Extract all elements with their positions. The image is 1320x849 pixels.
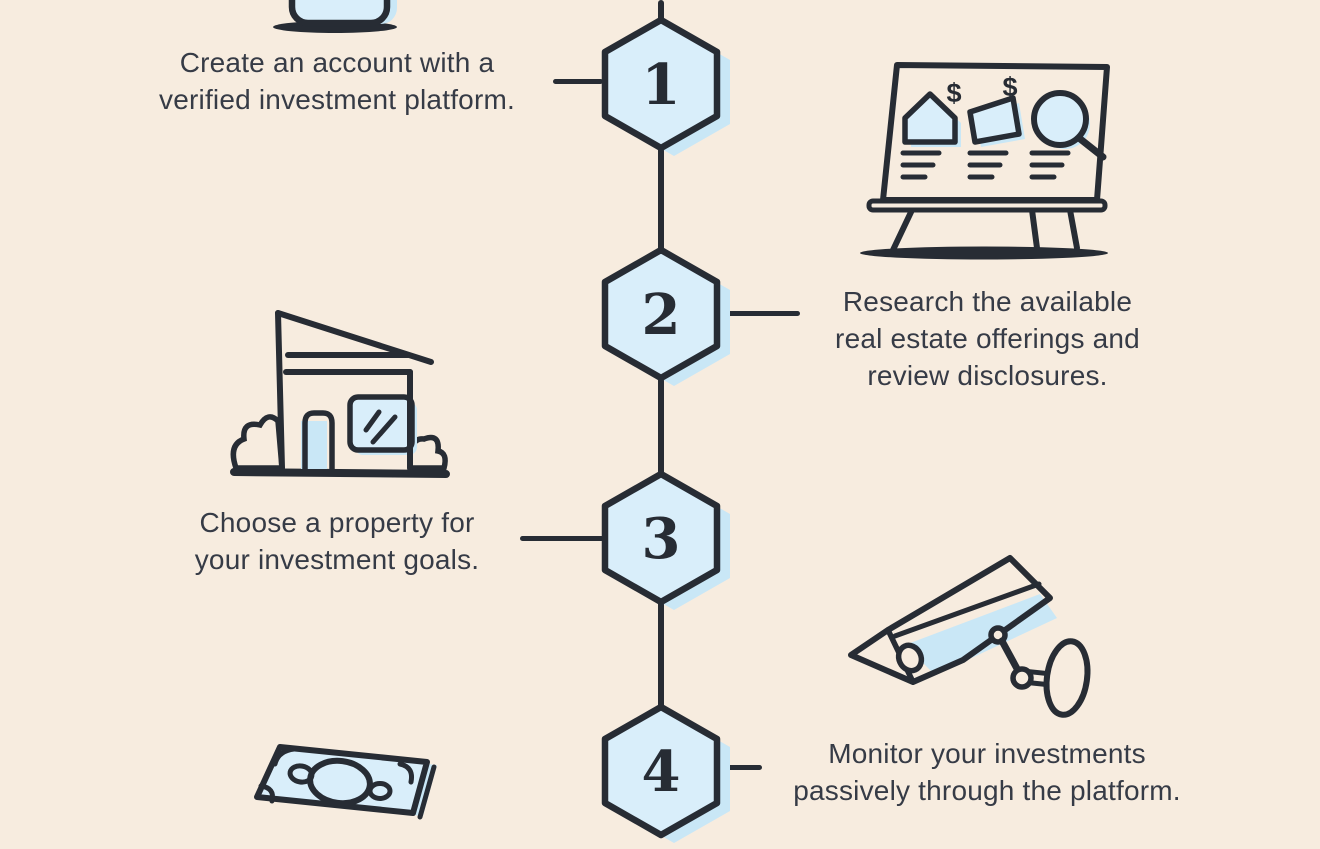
step-3-connector-line (520, 536, 604, 541)
text-line: Create an account with a (179, 47, 495, 78)
text-line: Research the available (842, 286, 1133, 317)
step-4-hexagon: 4 (601, 703, 730, 843)
step-3-text: Choose a property for your investment go… (137, 504, 537, 578)
step-3-number: 3 (642, 506, 681, 572)
step-2-number: 2 (642, 282, 681, 348)
text-line: Choose a property for (199, 507, 475, 538)
step-2-text: Research the available real estate offer… (805, 283, 1170, 394)
smartphone-icon (273, 0, 397, 33)
text-line: your investment goals. (194, 544, 480, 575)
text-line: verified investment platform. (159, 84, 515, 115)
dollar-sign: $ (1002, 72, 1017, 102)
step-1-connector-line (553, 79, 603, 84)
step-2-connector-line (722, 311, 800, 316)
text-line: real estate offerings and (835, 323, 1140, 354)
infographic-canvas: 1 2 3 4 Create an account with a verifie… (137, 0, 1181, 843)
money-icon (254, 744, 437, 820)
step-4-number: 4 (642, 739, 681, 805)
text-line: review disclosures. (867, 360, 1108, 391)
research-board-icon: $ $ (860, 62, 1110, 260)
step-1-hexagon: 1 (601, 16, 730, 156)
timeline-line (658, 0, 664, 800)
text-line: Monitor your investments (828, 738, 1146, 769)
step-1-number: 1 (642, 52, 681, 118)
house-icon (230, 310, 450, 478)
step-4-connector-line (722, 765, 762, 770)
dollar-sign: $ (946, 78, 961, 108)
step-1-text: Create an account with a verified invest… (137, 44, 537, 118)
security-camera-icon (848, 555, 1091, 718)
step-2-hexagon: 2 (601, 246, 730, 386)
step-4-text: Monitor your investments passively throu… (772, 735, 1202, 809)
text-line: passively through the platform. (793, 775, 1181, 806)
step-3-hexagon: 3 (601, 470, 730, 610)
